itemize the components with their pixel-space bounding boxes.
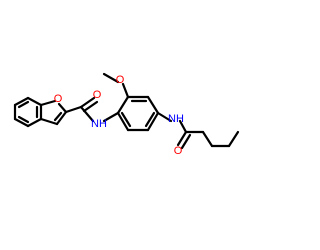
- bond: [102, 72, 120, 84]
- bond: [39, 117, 59, 126]
- molecule-canvas: O O NH O NH O: [13, 72, 240, 157]
- bond: [121, 82, 130, 99]
- bond: [156, 111, 173, 123]
- bond: [55, 110, 68, 126]
- bond-layer: [13, 72, 240, 150]
- bond: [79, 96, 96, 109]
- bond: [144, 111, 156, 128]
- bond: [26, 117, 43, 128]
- atom-labels: O O NH O NH O: [54, 74, 184, 157]
- bond: [64, 105, 83, 114]
- bond: [180, 133, 192, 150]
- bond: [17, 100, 30, 109]
- right-amide-nh-label: NH: [168, 113, 184, 125]
- bond: [178, 119, 188, 134]
- bond: [26, 96, 43, 107]
- right-amide-oxygen-label: O: [174, 145, 183, 157]
- bond: [116, 95, 130, 115]
- bond: [116, 111, 130, 132]
- bond: [13, 96, 30, 107]
- bond: [79, 105, 95, 123]
- bond: [13, 117, 30, 128]
- furan-oxygen-label: O: [54, 93, 63, 105]
- molecule-structure: O O NH O NH O: [13, 72, 240, 157]
- left-amide-oxygen-label: O: [93, 89, 102, 101]
- methoxy-oxygen-label: O: [116, 74, 125, 86]
- bond: [120, 111, 132, 128]
- bond: [57, 102, 68, 114]
- bond: [201, 130, 214, 148]
- bond: [176, 130, 188, 147]
- bond: [39, 99, 57, 107]
- bond: [146, 95, 160, 115]
- bond: [53, 111, 63, 122]
- bond: [82, 100, 99, 113]
- bond: [102, 111, 120, 123]
- bond: [146, 111, 160, 132]
- left-amide-nh-label: NH: [91, 118, 107, 130]
- bond: [17, 115, 30, 124]
- bond: [227, 130, 240, 148]
